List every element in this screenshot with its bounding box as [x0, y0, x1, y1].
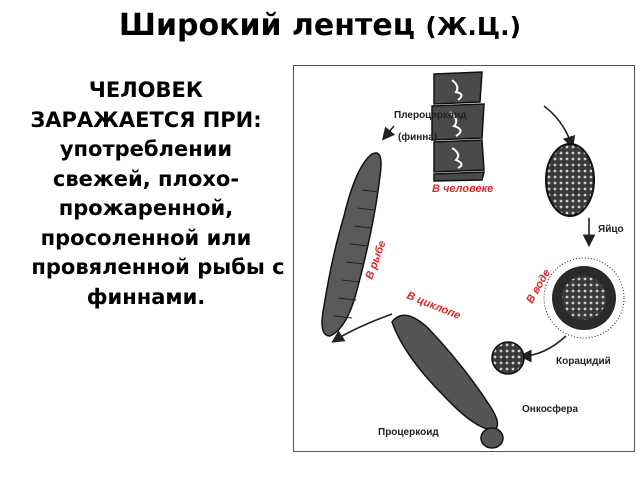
- infection-heading-2: ЗАРАЖАЕТСЯ ПРИ:: [30, 107, 262, 132]
- adult-worm-segments: [431, 71, 485, 182]
- coracidium-stage: [543, 257, 625, 339]
- infection-text: ЧЕЛОВЕК ЗАРАЖАЕТСЯ ПРИ: употреблении све…: [0, 76, 292, 312]
- life-cycle-svg: Плероцеркоид (финна) Яйцо Корацидий Онко…: [321, 71, 625, 449]
- infection-line-4: просоленной или: [40, 225, 252, 250]
- cycle-arrows: [331, 105, 596, 363]
- label-plerocercoid-1: Плероцеркоид: [394, 110, 467, 121]
- slide-title: Широкий лентец (Ж.Ц.): [0, 4, 640, 49]
- infection-line-6: финнами.: [86, 284, 206, 309]
- oncosphere-stage: [491, 341, 525, 375]
- procercoid-stage: [391, 314, 504, 449]
- host-label-water: В воде: [524, 267, 553, 305]
- egg-stage: [545, 143, 595, 217]
- label-procercoid: Процеркоид: [378, 427, 439, 438]
- infection-line-5: провяленной рыбы с: [31, 255, 285, 279]
- infection-line-1: употреблении: [59, 137, 233, 161]
- label-coracidium: Корацидий: [556, 356, 611, 367]
- arrow-coracidium-to-oncosphere: [518, 335, 567, 363]
- label-oncosphere: Онкосфера: [522, 403, 579, 415]
- arrow-adult-to-egg: [543, 105, 576, 150]
- infection-line-2: свежей, плохо-: [52, 166, 240, 191]
- arrow-procercoid-to-plerocercoid: [331, 313, 393, 343]
- infection-heading-1: ЧЕЛОВЕК: [88, 78, 204, 102]
- life-cycle-diagram: Плероцеркоид (финна) Яйцо Корацидий Онко…: [293, 65, 635, 452]
- infection-line-3: прожаренной,: [58, 196, 234, 220]
- label-plerocercoid-2: (финна): [398, 131, 437, 143]
- title-main: Широкий лентец: [118, 8, 415, 43]
- title-paren: (Ж.Ц.): [425, 12, 522, 41]
- plerocercoid-stage: [321, 152, 382, 337]
- host-label-human: В человеке: [432, 183, 493, 195]
- label-egg: Яйцо: [598, 224, 624, 235]
- arrow-plerocercoid-to-adult: [381, 125, 396, 141]
